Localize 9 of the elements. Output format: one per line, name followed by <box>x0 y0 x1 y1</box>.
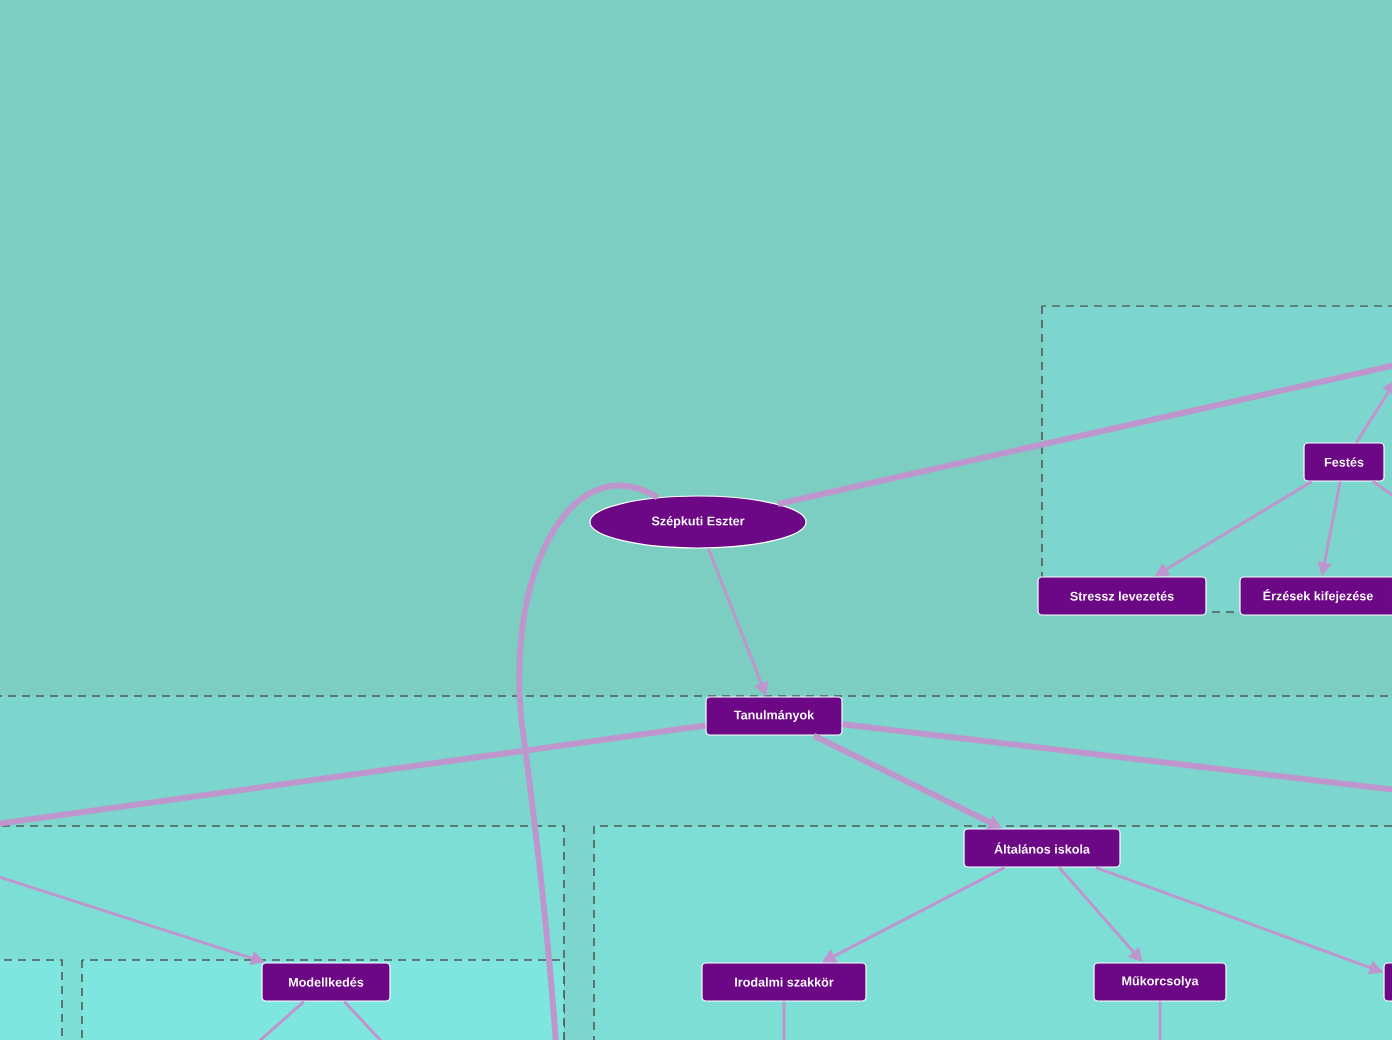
connector <box>343 1000 386 1040</box>
connector <box>255 1000 305 1040</box>
connector <box>1158 1001 1162 1040</box>
connector <box>0 722 706 827</box>
connector <box>842 721 1392 793</box>
connector <box>516 483 659 1040</box>
connector <box>777 361 1392 507</box>
connector <box>782 1001 786 1040</box>
topic-box <box>1383 962 1392 1002</box>
